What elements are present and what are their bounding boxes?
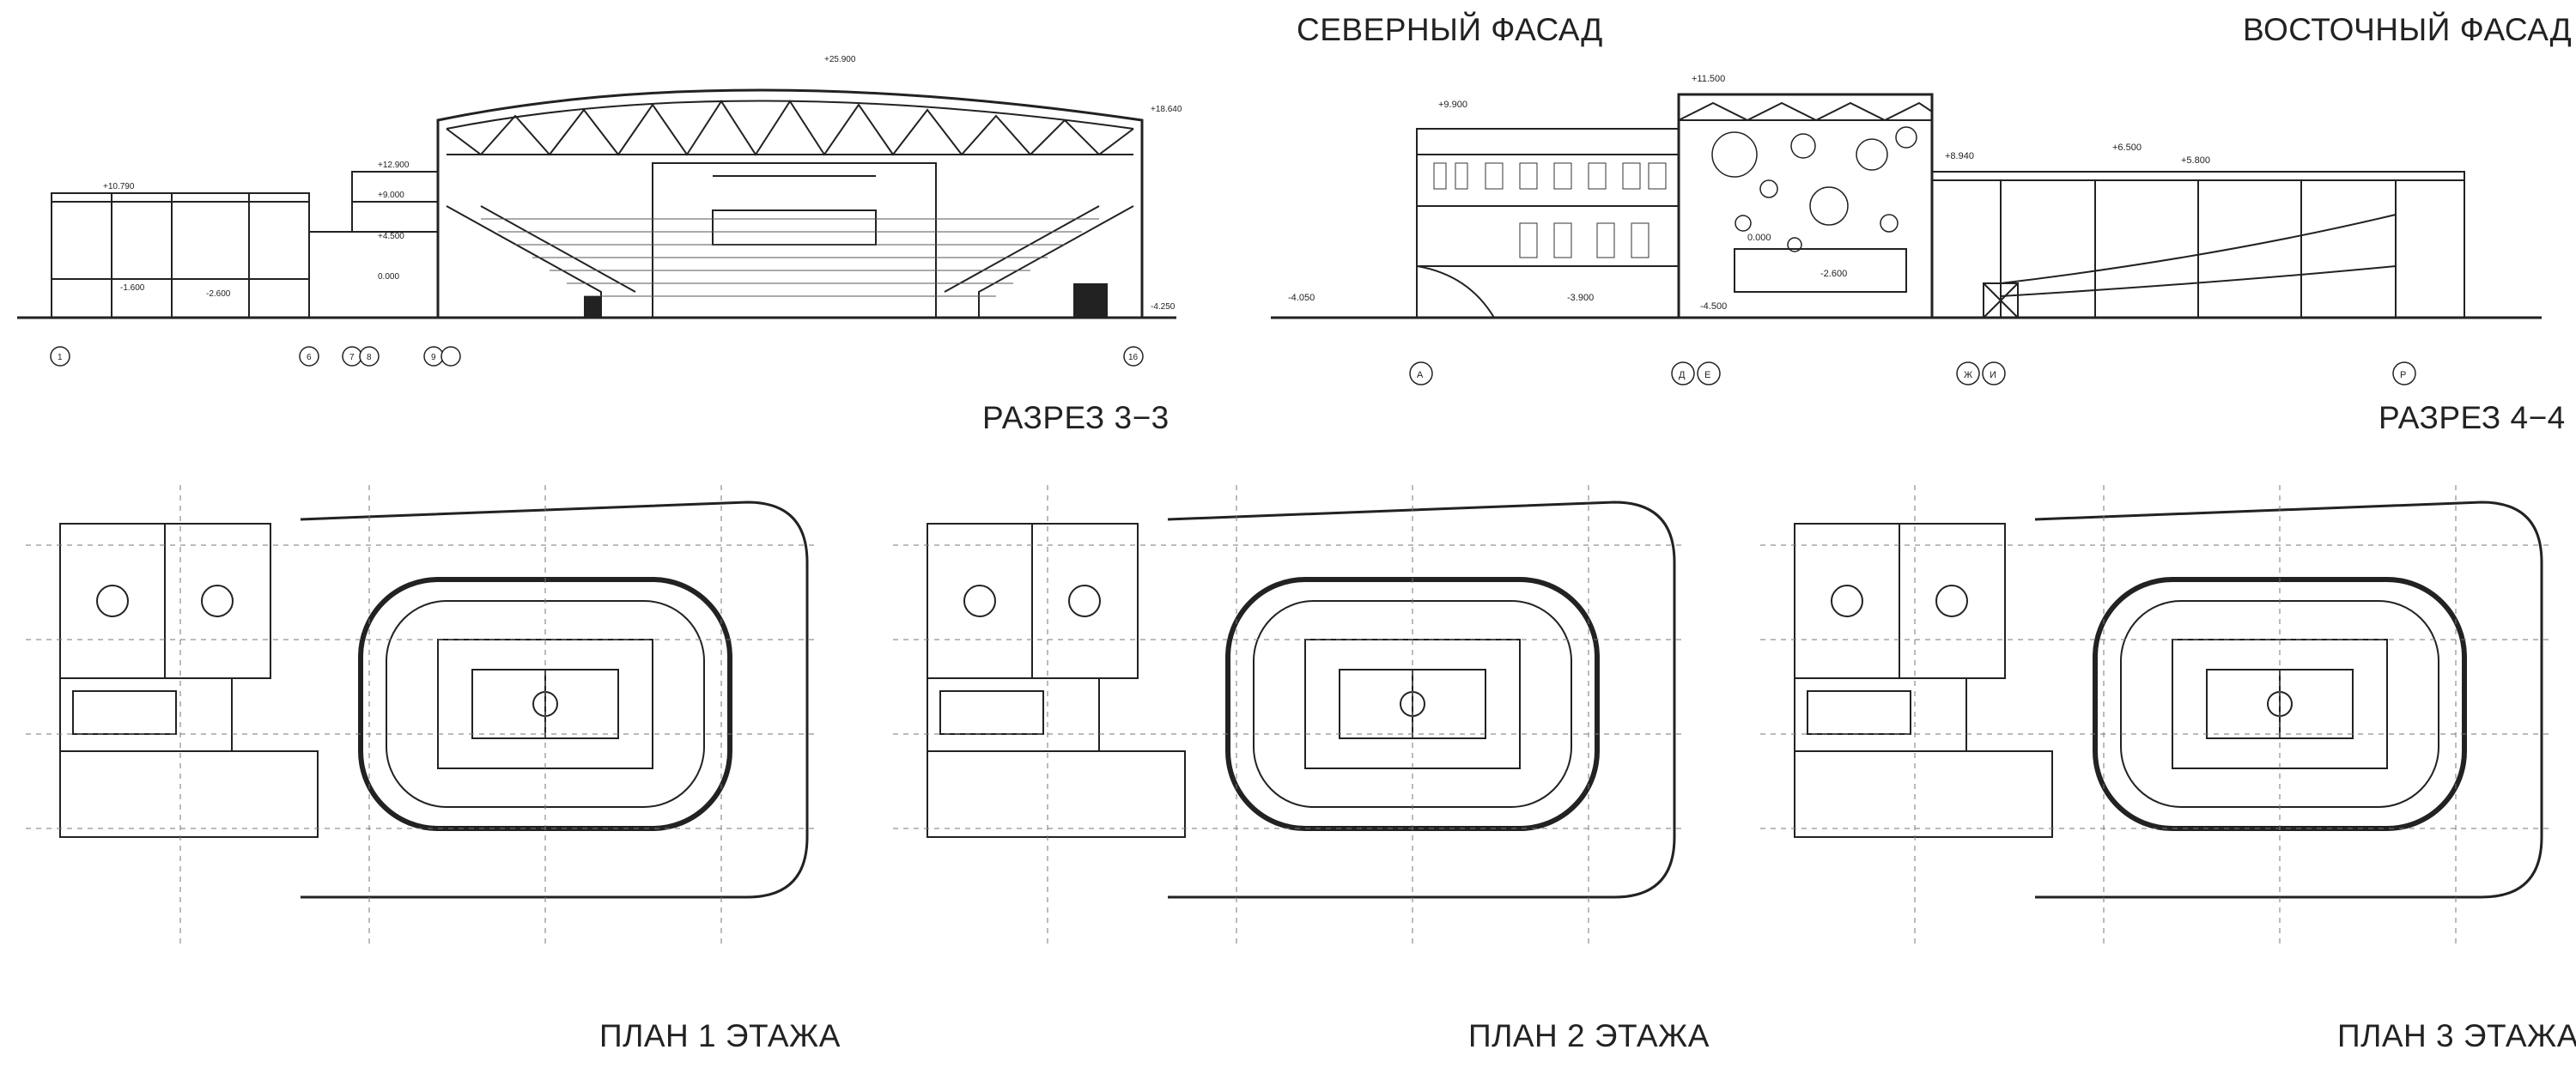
- s33-mark: +9.000: [378, 191, 404, 200]
- title-plan-2: ПЛАН 2 ЭТАЖА: [1468, 1018, 1710, 1053]
- s44-mark: +9.900: [1438, 100, 1467, 110]
- title-section-4-4: РАЗРЕЗ 4−4: [2379, 400, 2566, 435]
- s44-mark: -3.900: [1567, 293, 1594, 303]
- s33-mark: -2.600: [206, 289, 231, 299]
- plan-1-drawing: [26, 485, 816, 949]
- title-section-3-3: РАЗРЕЗ 3−3: [982, 400, 1170, 435]
- s33-mark: -1.600: [120, 283, 145, 293]
- s44-mark: +11.500: [1692, 74, 1725, 84]
- s44-mark: +6.500: [2112, 143, 2142, 153]
- s33-mark: +12.900: [378, 161, 410, 170]
- s33-axis-label: 9: [431, 353, 436, 362]
- plan-2-drawing: [893, 485, 1683, 949]
- s44-mark: -4.050: [1288, 293, 1315, 303]
- s33-mark: +10.790: [103, 182, 135, 191]
- title-plan-1: ПЛАН 1 ЭТАЖА: [599, 1018, 841, 1053]
- s44-axis-label: Р: [2400, 370, 2406, 380]
- s44-axis-label: Е: [1704, 370, 1710, 380]
- s33-axis-label: 6: [307, 353, 312, 362]
- s33-axis-label: 16: [1128, 353, 1139, 362]
- s33-mark: +4.500: [378, 232, 404, 241]
- plan-3-drawing: [1760, 485, 2550, 949]
- section-4-4-drawing: А Д Е Ж И Р +11.500 +9.900 +8.940 +6.500…: [1271, 74, 2542, 385]
- s33-mark: -4.250: [1151, 302, 1176, 312]
- s44-axis-label: А: [1417, 370, 1424, 380]
- s44-mark: -4.500: [1700, 301, 1727, 312]
- s33-mark: +25.900: [824, 55, 856, 64]
- s44-mark: +5.800: [2181, 155, 2210, 166]
- s33-mark: 0.000: [378, 272, 399, 282]
- s44-axis-label: Ж: [1964, 370, 1972, 380]
- s33-axis-label: 8: [367, 353, 372, 362]
- s33-axis-label: 1: [58, 353, 63, 362]
- title-east-facade: ВОСТОЧНЫЙ ФАСАД: [2243, 12, 2573, 47]
- s44-mark: 0.000: [1747, 233, 1771, 243]
- s33-axis-label: 7: [349, 353, 355, 362]
- s44-mark: +8.940: [1945, 151, 1974, 161]
- title-plan-3: ПЛАН 3 ЭТАЖА: [2337, 1018, 2576, 1053]
- section-3-3-drawing: 1 6 7 8 9 16 +25.900 +10.790 +12.900 +9.…: [17, 55, 1182, 367]
- s44-axis-label: И: [1990, 370, 1996, 380]
- s33-mark: +18.640: [1151, 105, 1182, 114]
- s44-axis-label: Д: [1679, 370, 1686, 380]
- title-north-facade: СЕВЕРНЫЙ ФАСАД: [1297, 12, 1603, 47]
- s44-mark: -2.600: [1820, 269, 1847, 279]
